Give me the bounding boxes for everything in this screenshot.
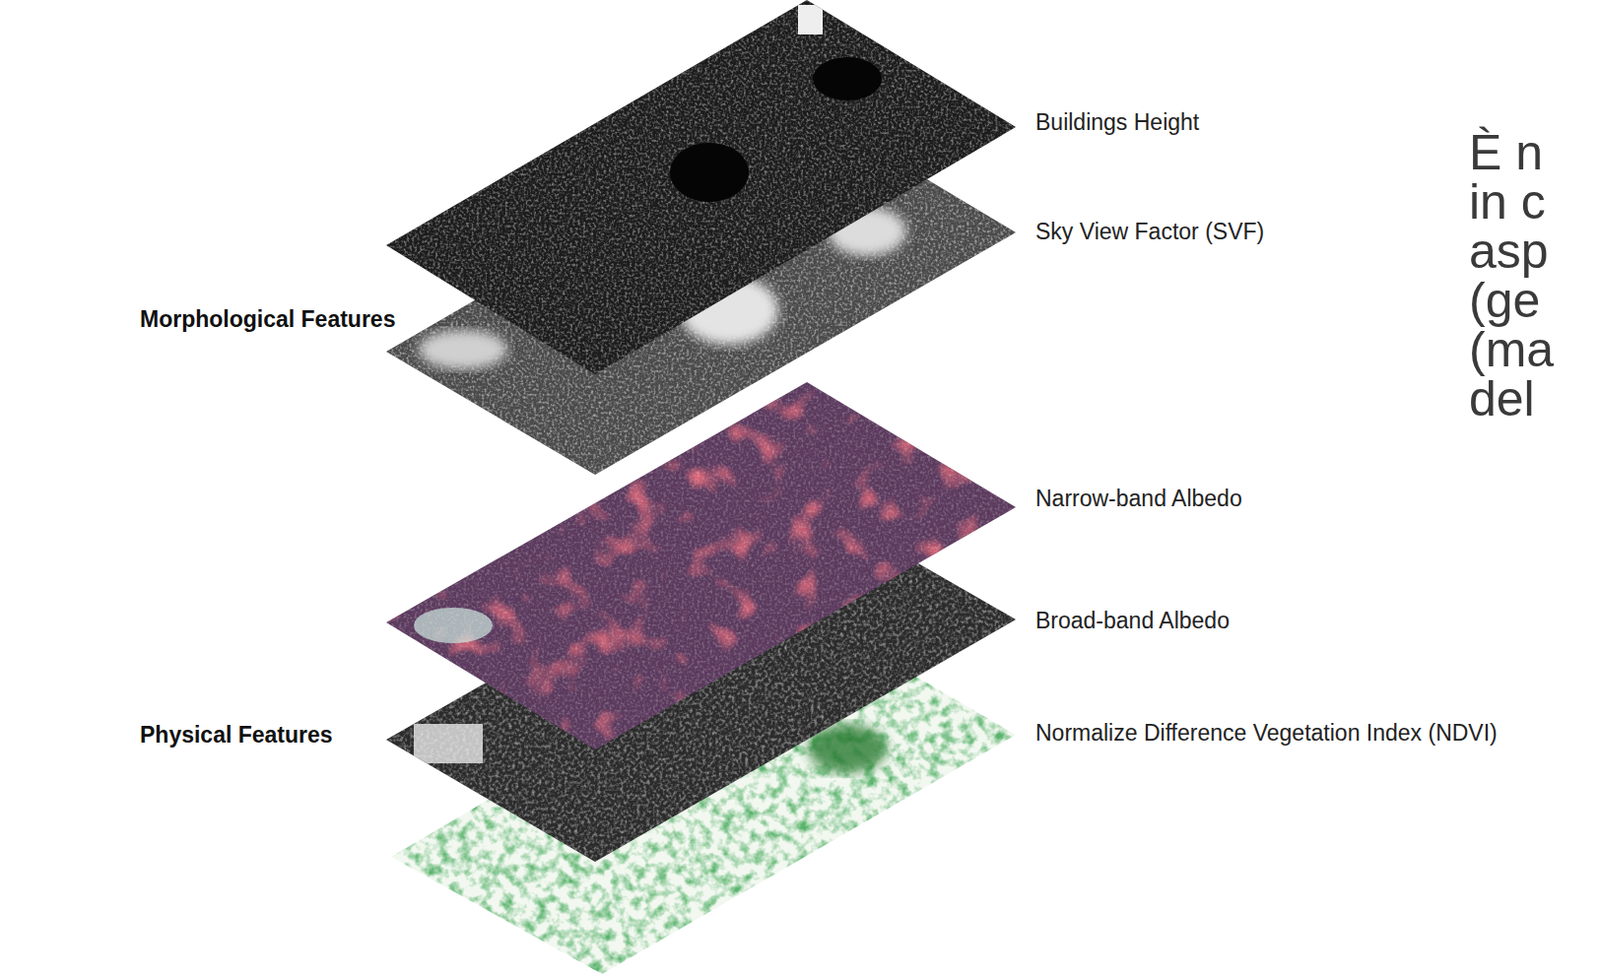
- buildings-height-layer: [384, 0, 1025, 380]
- layer-label: Broad-band Albedo: [1035, 607, 1230, 634]
- cut-text: in c: [1468, 177, 1546, 227]
- layer-label: Buildings Height: [1035, 109, 1200, 135]
- layer-label: Normalize Difference Vegetation Index (N…: [1035, 720, 1498, 746]
- cut-text: del: [1468, 374, 1535, 424]
- group-label: Morphological Features: [139, 306, 396, 333]
- cut-text: asp: [1468, 226, 1549, 276]
- layer-label: Narrow-band Albedo: [1035, 485, 1243, 512]
- narrow-albedo-layer: [384, 374, 1025, 754]
- layer-label: Sky View Factor (SVF): [1035, 218, 1265, 245]
- cut-text: (ma: [1468, 325, 1554, 375]
- group-label: Physical Features: [139, 722, 334, 748]
- cut-text: (ge: [1468, 275, 1540, 326]
- cut-text: È n: [1468, 128, 1543, 178]
